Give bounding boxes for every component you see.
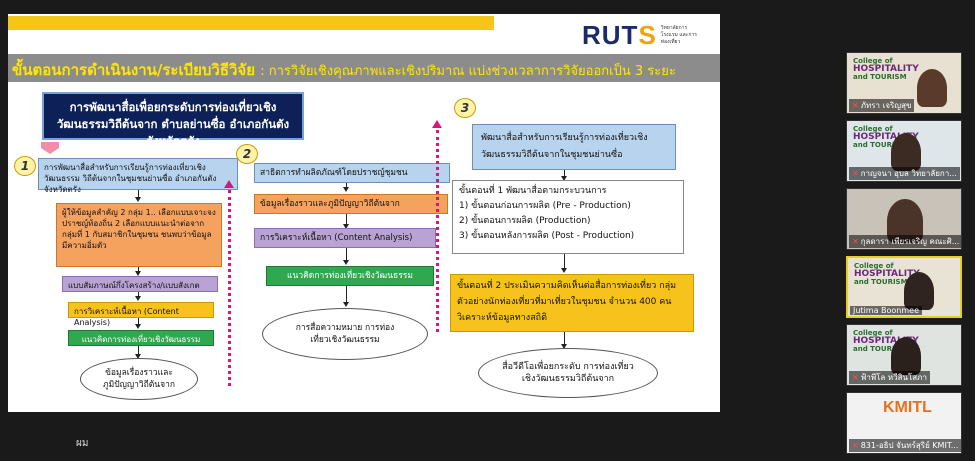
phase2-connector <box>346 183 347 189</box>
header-gold-bar <box>8 16 494 30</box>
arrow-down-icon <box>343 260 349 265</box>
phase1-connector <box>138 267 139 273</box>
phase2-green-box: แนวคิดการท่องเที่ยวเชิงวัฒนธรรม <box>266 266 434 286</box>
shared-slide: RUTS วิทยาลัยการโรงแรม และการท่องเที่ยว … <box>8 14 720 412</box>
slide-title: ขั้นตอนการดำเนินงาน/ระเบียบวิธีวิจัย : ก… <box>12 58 676 82</box>
header-box: การพัฒนาสื่อเพื่อยกระดับการท่องเที่ยวเชิ… <box>42 92 304 148</box>
pink-arrow-icon <box>41 142 59 154</box>
speaker-name-label: ผม <box>76 438 89 449</box>
arrow-down-icon <box>135 324 141 329</box>
arrow-down-icon <box>561 176 567 181</box>
arrow-down-icon <box>135 296 141 301</box>
kmitl-logo: KMITL <box>883 399 932 416</box>
phase2-connector <box>346 248 347 262</box>
phase2-blue-box: สาธิตการทำผลิตภัณฑ์โดยปราชญ์ชุมชน <box>254 163 450 183</box>
dotted-arrow-head-icon <box>432 120 442 128</box>
dotted-arrow-head-icon <box>224 180 234 188</box>
phase1-number: 1 <box>14 156 36 176</box>
participant-name: ✕กุลดารา เพียรเจริญ คณะศิ... <box>849 235 961 248</box>
phase1-connector <box>138 346 139 356</box>
phase3-step1-heading: ขั้นตอนที่ 1 พัฒนาสื่อตามกระบวนการ <box>459 186 607 196</box>
phase2-connector <box>346 286 347 304</box>
mic-muted-icon: ✕ <box>852 101 859 110</box>
mic-muted-icon: ✕ <box>852 169 859 178</box>
phase3-blue-box: พัฒนาสื่อสำหรับการเรียนรู้การท่องเที่ยวเ… <box>472 124 676 170</box>
mic-muted-icon: ✕ <box>852 237 859 246</box>
phase2-purple-box: การวิเคราะห์เนื้อหา (Content Analysis) <box>254 228 436 248</box>
phase3-step1-item: 3) ขั้นตอนหลังการผลิต (Post - Production… <box>459 231 635 241</box>
title-band <box>8 54 720 82</box>
phase1-orange-box: ผู้ให้ข้อมูลสำคัญ 2 กลุ่ม 1.. เลือกแบบเจ… <box>56 203 222 267</box>
phase2-connector <box>346 214 347 226</box>
phase1-blue-box: การพัฒนาสื่อสำหรับการเรียนรู้การท่องเที่… <box>38 158 238 194</box>
participant-name: ✕กาญจนา อุบล วิทยาลัยกา... <box>849 167 960 180</box>
mic-muted-icon: ✕ <box>852 441 859 450</box>
phase2-to-3-dotted-line <box>436 130 439 332</box>
phase1-connector <box>138 318 139 327</box>
phase3-connector <box>564 170 565 178</box>
phase3-white-box: ขั้นตอนที่ 1 พัฒนาสื่อตามกระบวนการ 1) ขั… <box>452 180 684 254</box>
phase3-connector <box>564 254 565 270</box>
phase1-connector <box>138 292 139 298</box>
phase3-step1-item: 2) ขั้นตอนการผลิต (Production) <box>459 216 591 226</box>
avatar <box>891 133 921 171</box>
arrow-down-icon <box>135 197 141 202</box>
phase2-ellipse: การสื่อความหมาย การท่องเที่ยวเชิงวัฒนธรร… <box>262 308 428 360</box>
logo-subtext: วิทยาลัยการโรงแรม และการท่องเที่ยว <box>660 25 697 45</box>
participant-tile[interactable]: KMITL ✕831-อธิป จันทร์สุริย์ KMIT... <box>846 392 962 454</box>
arrow-down-icon <box>135 354 141 359</box>
arrow-down-icon <box>561 344 567 349</box>
arrow-down-icon <box>343 187 349 192</box>
phase1-yellow-box: การวิเคราะห์เนื้อหา (Content Analysis) <box>68 302 214 327</box>
phase1-connector <box>138 190 139 199</box>
phase2-number: 2 <box>236 144 258 164</box>
phase3-step1-item: 1) ขั้นตอนก่อนการผลิต (Pre - Production) <box>459 201 631 211</box>
participant-tile[interactable]: ✕กุลดารา เพียรเจริญ คณะศิ... <box>846 188 962 250</box>
avatar <box>891 337 921 375</box>
arrow-down-icon <box>561 268 567 273</box>
phase3-yellow-box: ขั้นตอนที่ 2 ประเมินความคิดเห็นต่อสื่อกา… <box>450 274 694 332</box>
arrow-down-icon <box>343 302 349 307</box>
phase1-green-box: แนวคิดการท่องเที่ยวเชิงวัฒนธรรม 4Hs <box>68 330 214 355</box>
participant-name: ✕831-อธิป จันทร์สุริย์ KMIT... <box>849 439 961 452</box>
arrow-down-icon <box>343 224 349 229</box>
participant-name: Jutima Boonmee <box>850 306 923 315</box>
phase1-ellipse: ข้อมูลเรื่องราวและภูมิปัญญาวิถีต้นจาก <box>80 358 198 400</box>
avatar <box>904 272 934 310</box>
participant-name: ✕ภัทรา เจริญสุข <box>849 99 915 112</box>
ruts-logo: RUTS วิทยาลัยการโรงแรม และการท่องเที่ยว <box>582 20 701 51</box>
phase1-purple-box: แบบสัมภาษณ์กึ่งโครงสร้าง/แบบสังเกต <box>62 276 218 292</box>
phase1-to-2-dotted-line <box>228 190 231 386</box>
slide-title-main: ขั้นตอนการดำเนินงาน/ระเบียบวิธีวิจัย <box>12 61 256 79</box>
mic-muted-icon: ✕ <box>852 373 859 382</box>
phase2-orange-box: ข้อมูลเรื่องราวและภูมิปัญญาวิถีต้นจาก <box>254 194 448 214</box>
arrow-down-icon <box>135 271 141 276</box>
avatar <box>917 69 947 107</box>
logo-text: RUTS <box>582 20 657 50</box>
phase3-connector <box>564 332 565 346</box>
phase3-ellipse: สื่อวีดีโอเพื่อยกระดับ การท่องเที่ยวเชิง… <box>478 348 658 398</box>
participant-name: ✕ฟ้าพีโล หวีสินโสภา <box>849 371 930 384</box>
phase3-number: 3 <box>454 98 476 118</box>
slide-title-sub: : การวิจัยเชิงคุณภาพและเชิงปริมาณ แบ่งช่… <box>260 64 676 79</box>
